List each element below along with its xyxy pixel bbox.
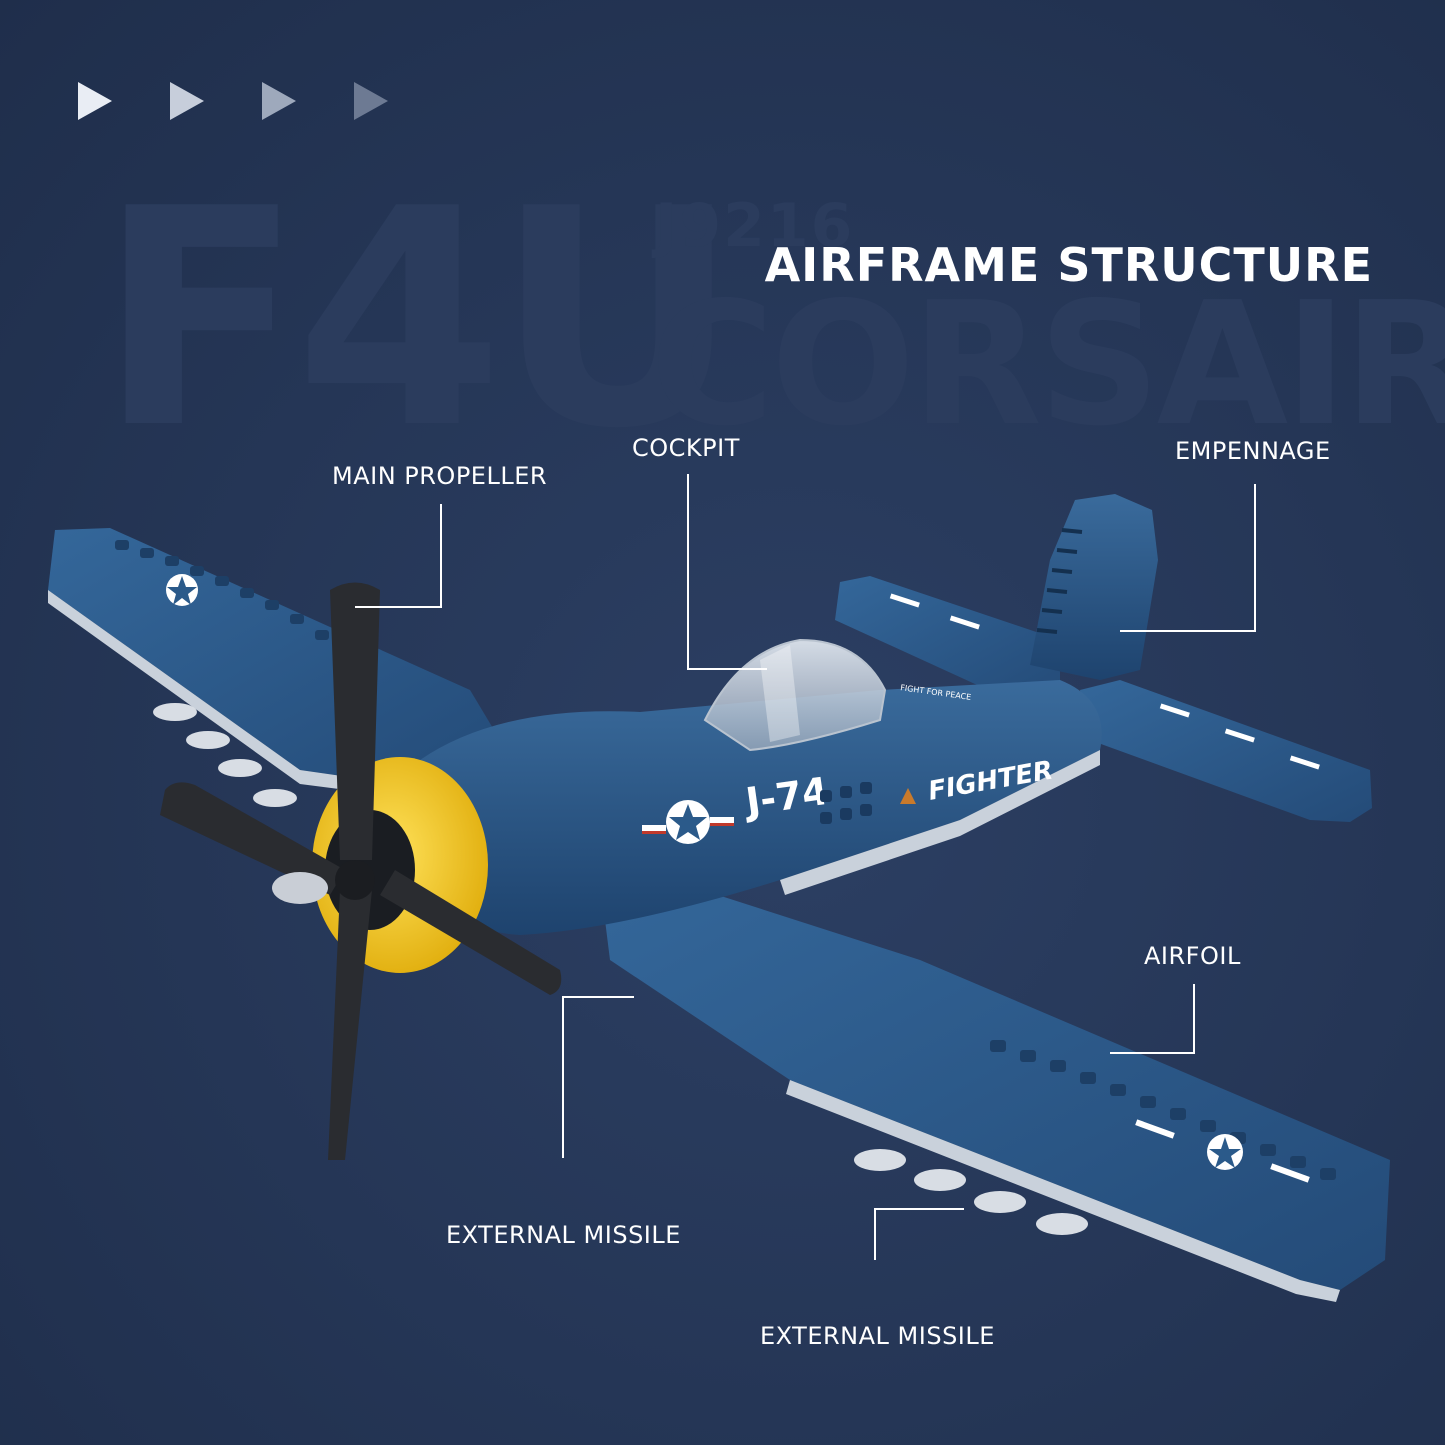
watermark-name: CORSAIR [650,266,1445,464]
callout-line [687,668,767,670]
play-icon [170,82,204,120]
callout-external-missile-right: EXTERNAL MISSILE [760,1322,995,1350]
callout-line [440,504,442,608]
callout-cockpit: COCKPIT [632,434,740,462]
callout-line [562,996,634,998]
propeller [160,582,562,1160]
play-icon [78,82,112,120]
callout-line [1254,484,1256,632]
callout-line [687,474,689,670]
page-title: AIRFRAME STRUCTURE [764,238,1373,292]
callout-line [1110,1052,1195,1054]
callout-line [1193,984,1195,1054]
right-wing [600,870,1390,1302]
vertical-tail [1030,494,1158,680]
watermark-code: J9216 [655,191,855,261]
callout-line [874,1208,876,1260]
callout-line [874,1208,964,1210]
play-icon [354,82,388,120]
play-icon [262,82,296,120]
horizontal-stabilizer [835,576,1372,822]
play-icons [78,82,388,120]
callout-empennage: EMPENNAGE [1175,437,1331,465]
callout-line [355,606,442,608]
watermark-model: F4U [98,145,739,494]
callout-line [562,996,564,1158]
left-wing [48,528,500,807]
callout-main-propeller: MAIN PROPELLER [332,462,548,490]
fuselage: J-74 FIGHTER FIGHT FOR PEACE [420,680,1102,935]
cockpit-canopy [703,638,887,752]
callout-airfoil: AIRFOIL [1144,942,1241,970]
callout-line [1120,630,1256,632]
callout-external-missile-left: EXTERNAL MISSILE [446,1221,681,1249]
